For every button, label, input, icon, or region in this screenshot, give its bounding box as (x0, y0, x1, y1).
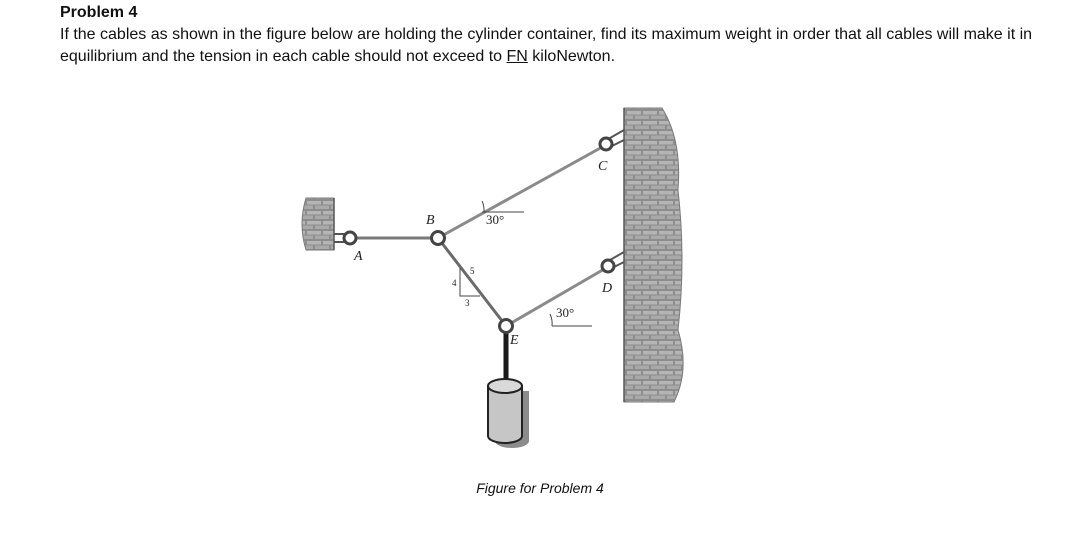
statement-text: If the cables as shown in the figure bel… (60, 26, 1033, 65)
angle-bc: 30° (486, 212, 504, 227)
cylinder-container (487, 378, 529, 448)
figure-caption: Figure for Problem 4 (476, 480, 604, 496)
force-variable: FN (506, 48, 528, 65)
label-e: E (509, 333, 519, 348)
label-d: D (601, 281, 612, 296)
label-a: A (353, 249, 363, 264)
label-b: B (426, 213, 435, 228)
ring-c (598, 136, 614, 152)
ring-d (600, 258, 616, 274)
statement-end: kiloNewton. (527, 48, 616, 65)
cable-figure: A B C D E 30° 30° 4 3 5 (301, 107, 684, 448)
cable-be (436, 237, 508, 327)
cable-bc (437, 144, 605, 240)
ring-b (430, 230, 446, 246)
angle-ed: 30° (556, 305, 574, 320)
slope-hyp: 5 (470, 266, 475, 276)
ring-e (498, 318, 514, 334)
problem-statement: If the cables as shown in the figure bel… (60, 24, 1040, 68)
cable-ed (505, 266, 607, 328)
label-c: C (598, 159, 608, 174)
ring-a (342, 230, 358, 246)
left-wall (301, 197, 335, 251)
slope-run: 3 (465, 298, 470, 308)
slope-rise: 4 (452, 278, 457, 288)
right-wall (623, 107, 684, 403)
problem-title: Problem 4 (60, 4, 138, 21)
